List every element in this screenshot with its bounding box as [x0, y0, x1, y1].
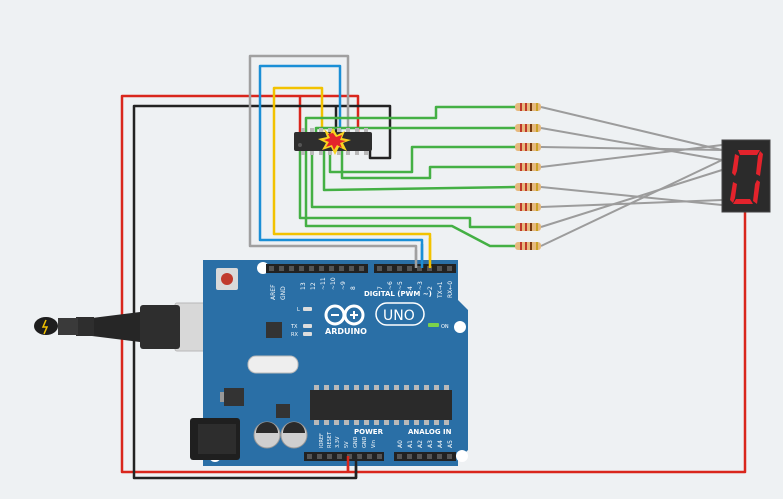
wire-header-ends: [346, 238, 432, 478]
led-tx-label: TX: [290, 324, 298, 330]
resistor-2[interactable]: [515, 124, 541, 132]
pin-label-ioref: IOREF: [319, 433, 325, 448]
pin-label-reset: RESET: [327, 431, 333, 448]
wires[interactable]: [120, 54, 747, 480]
pin-label-gnd: GND: [280, 286, 287, 300]
pin-label-a5: A5: [447, 440, 454, 448]
crystal-oscillator: [247, 355, 299, 374]
pin-label-9: ~9: [340, 281, 347, 290]
power-label: POWER: [354, 428, 384, 436]
pin-label-gnd1: GND: [353, 436, 359, 448]
power-pin-labels: IOREF RESET 3.3V 5V GND GND Vin: [319, 431, 377, 448]
pin-label-0: RX←0: [447, 281, 454, 298]
resistor-8[interactable]: [515, 242, 541, 250]
wire-green-1[interactable]: [304, 105, 515, 132]
status-leds: L TX RX: [290, 307, 312, 338]
digital-pwm-label: DIGITAL (PWM ~): [364, 290, 432, 298]
digital-header[interactable]: [266, 264, 456, 273]
analog-header[interactable]: [394, 452, 456, 461]
model-label: UNO: [383, 308, 415, 324]
display-segments-lit: [730, 150, 763, 204]
power-jack[interactable]: [190, 418, 240, 460]
pin-label-8: 8: [350, 286, 357, 290]
pin-label-a2: A2: [417, 440, 424, 448]
pin-label-gnd2: GND: [362, 436, 368, 448]
pin-label-6: ~6: [387, 281, 394, 290]
pin-label-13: 13: [300, 282, 307, 290]
arduino-logo: ARDUINO UNO: [324, 302, 425, 336]
digital-pin-labels: AREF GND 13 12 ~11 ~10 ~9 8 7 ~6 ~5 4 ~3…: [270, 277, 454, 300]
wire-green-7[interactable]: [298, 150, 515, 229]
pin-label-aref: AREF: [270, 284, 277, 300]
voltage-regulator: [220, 388, 244, 406]
reset-button[interactable]: [216, 268, 238, 290]
resistors[interactable]: [515, 103, 541, 250]
wire-green-4[interactable]: [340, 150, 515, 180]
wire-green-8[interactable]: [304, 150, 515, 248]
resistor-3[interactable]: [515, 143, 541, 151]
pin-label-3v3: 3.3V: [335, 436, 341, 448]
pin-label-10: ~10: [330, 277, 337, 290]
led-l-label: L: [297, 307, 300, 313]
led-rx-label: RX: [291, 332, 298, 338]
arduino-board[interactable]: AREF GND 13 12 ~11 ~10 ~9 8 7 ~6 ~5 4 ~3…: [190, 260, 468, 466]
resistor-display-wires[interactable]: [540, 106, 723, 247]
wire-green-6[interactable]: [310, 150, 515, 209]
resistor-6[interactable]: [515, 203, 541, 211]
pin-label-11: ~11: [320, 277, 327, 290]
pin-label-2: 2: [427, 286, 434, 290]
analog-pin-labels: A0 A1 A2 A3 A4 A5: [397, 440, 454, 448]
explosion-icon: [318, 128, 351, 155]
capacitors: [253, 421, 308, 449]
on-label: ON: [441, 324, 449, 330]
analog-in-label: ANALOG IN: [408, 428, 452, 436]
pin-label-a3: A3: [427, 440, 434, 448]
pin-label-vin: Vin: [371, 440, 377, 448]
shift-register-chip[interactable]: [294, 128, 372, 155]
pin-label-4: 4: [407, 286, 414, 290]
wire-green-5[interactable]: [322, 150, 516, 192]
power-header[interactable]: [304, 452, 384, 461]
pin-label-3: ~3: [417, 281, 424, 290]
pin-label-1: TX→1: [437, 281, 444, 299]
pin-label-a0: A0: [397, 440, 404, 448]
pin-label-a4: A4: [437, 440, 444, 448]
wire-gray[interactable]: [248, 54, 418, 265]
resistor-7[interactable]: [515, 223, 541, 231]
brand-label: ARDUINO: [325, 327, 367, 336]
wire-green-3[interactable]: [328, 145, 515, 174]
wire-yellow[interactable]: [272, 86, 432, 265]
on-led: ON: [428, 323, 449, 330]
resistor-4[interactable]: [515, 163, 541, 171]
pin-label-a1: A1: [407, 440, 414, 448]
pin-label-5: ~5: [397, 281, 404, 290]
atmega-chip: [310, 385, 452, 425]
pin-label-7: 7: [377, 286, 384, 290]
small-chip: [276, 404, 290, 418]
pin-label-12: 12: [310, 282, 317, 290]
pin-label-5v: 5V: [344, 441, 350, 448]
resistor-1[interactable]: [515, 103, 541, 111]
seven-segment-display[interactable]: 0: [721, 139, 771, 213]
resistor-5[interactable]: [515, 183, 541, 191]
usb-chip: [266, 322, 282, 338]
